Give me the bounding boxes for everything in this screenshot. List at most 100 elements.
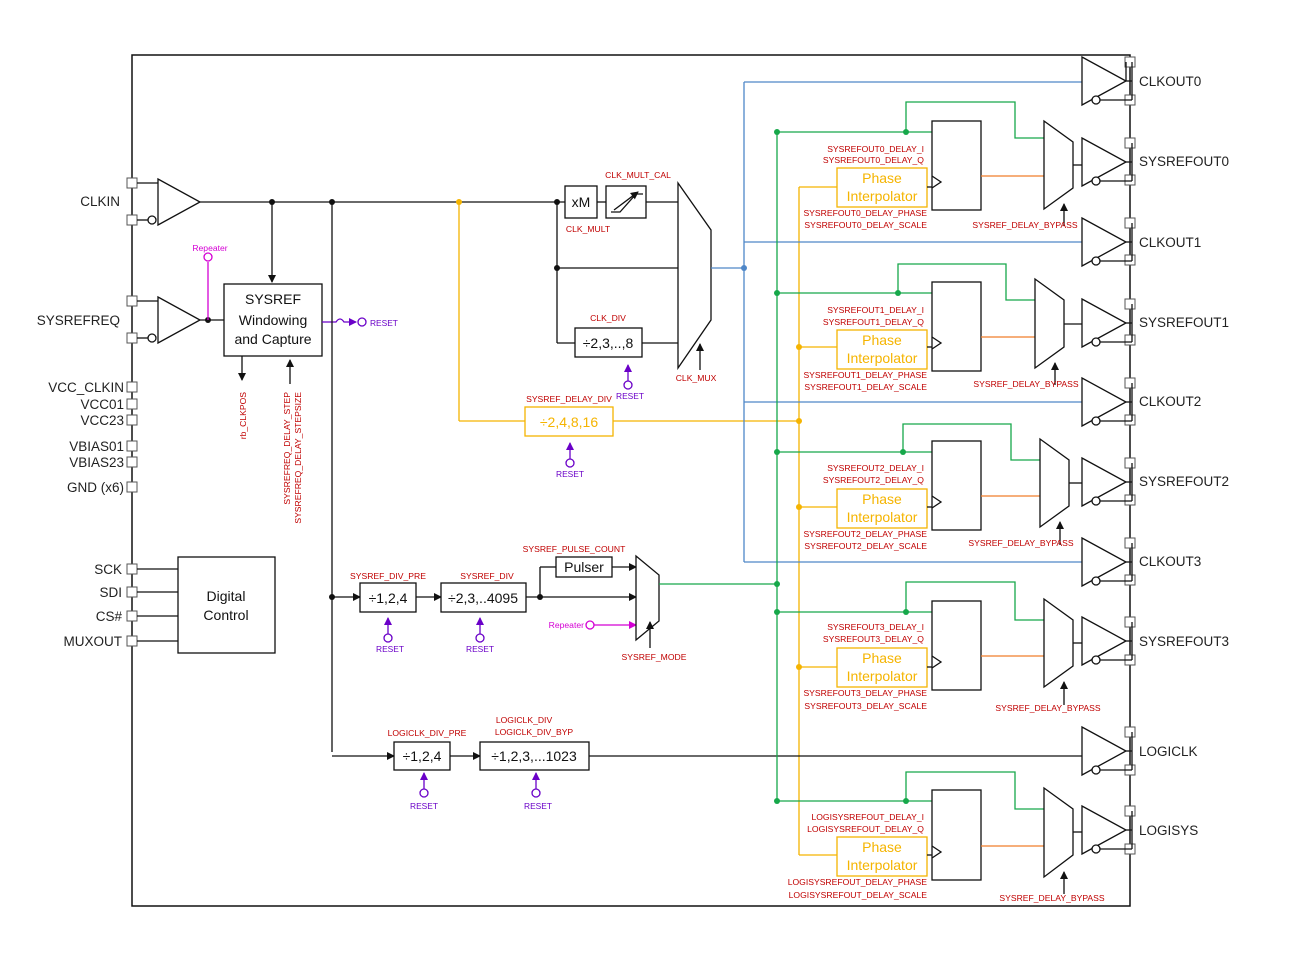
pin-muxout: MUXOUT	[64, 634, 123, 649]
ch3-bypass-label: SYSREF_DELAY_BYPASS	[995, 703, 1101, 713]
pin-sysrefout2: SYSREFOUT2	[1139, 474, 1229, 489]
phase-interp2-line1: Phase	[862, 491, 902, 507]
reset-clk-div: RESET	[616, 391, 644, 401]
ch3-delay-scale-label: SYSREFOUT3_DELAY_SCALE	[804, 701, 927, 711]
sysref-div-pre-label: SYSREF_DIV_PRE	[350, 571, 426, 581]
ch0-delay-i-label: SYSREFOUT0_DELAY_I	[827, 144, 924, 154]
clk-mult-cal-label: CLK_MULT_CAL	[605, 170, 671, 180]
ch1-delay-scale-label: SYSREFOUT1_DELAY_SCALE	[804, 382, 927, 392]
pulser-label: Pulser	[564, 559, 604, 575]
pin-clkout0: CLKOUT0	[1139, 74, 1201, 89]
pin-sysrefout1: SYSREFOUT1	[1139, 315, 1229, 330]
sysrefout2-channel: Phase Interpolator SYSREFOUT2_DELAY_I SY…	[774, 423, 1133, 551]
phase-interp0-line1: Phase	[862, 170, 902, 186]
sysref-mode-mux	[635, 554, 660, 642]
logisys-delay-i-label: LOGISYSREFOUT_DELAY_I	[811, 812, 924, 822]
pin-sck: SCK	[94, 562, 122, 577]
xm-label: xM	[572, 194, 591, 210]
clk-div-label: CLK_DIV	[590, 313, 626, 323]
reset-delay-div: RESET	[556, 469, 584, 479]
pin-clkout1: CLKOUT1	[1139, 235, 1201, 250]
reset-logiclk-pre: RESET	[410, 801, 438, 811]
reset-sysref-div: RESET	[466, 644, 494, 654]
logiclk-div-label: LOGICLK_DIV	[496, 715, 553, 725]
sysrefreq-delay-stepsize-label: SYSREFREQ_DELAY_STEPSIZE	[293, 392, 303, 524]
sysrefout1-channel: Phase Interpolator SYSREFOUT1_DELAY_I SY…	[774, 263, 1133, 392]
repeater-label-top: Repeater	[192, 243, 227, 253]
logiclk-div-pre-label: LOGICLK_DIV_PRE	[388, 728, 467, 738]
sysref-div-value: ÷2,3,..4095	[448, 590, 518, 606]
sysrefreq-buffer	[137, 295, 202, 345]
ch1-delay-i-label: SYSREFOUT1_DELAY_I	[827, 305, 924, 315]
phase-interp1-line2: Interpolator	[847, 350, 918, 366]
pin-vbias23: VBIAS23	[69, 455, 124, 470]
logiclk-div-value: ÷1,2,3,...1023	[491, 748, 577, 764]
sysref-div-label: SYSREF_DIV	[460, 571, 514, 581]
logisys-bypass-label: SYSREF_DELAY_BYPASS	[999, 893, 1105, 903]
clk-mult-block	[564, 185, 598, 219]
ch2-delay-scale-label: SYSREFOUT2_DELAY_SCALE	[804, 541, 927, 551]
repeater-label-mux: Repeater	[549, 620, 584, 630]
phase-interp3-line1: Phase	[862, 650, 902, 666]
clk-div-block	[574, 327, 643, 358]
ch0-bypass-label: SYSREF_DELAY_BYPASS	[972, 220, 1078, 230]
sysref-window-line1: SYSREF	[245, 291, 301, 307]
pin-sysrefreq: SYSREFREQ	[37, 313, 120, 328]
pin-vcc23: VCC23	[80, 413, 124, 428]
phase-interp2-line2: Interpolator	[847, 509, 918, 525]
pin-vcc01: VCC01	[80, 397, 124, 412]
sysref-mode-label: SYSREF_MODE	[622, 652, 687, 662]
pin-sysrefout3: SYSREFOUT3	[1139, 634, 1229, 649]
sysref-windowing-block	[223, 283, 323, 357]
clk-mult-label: CLK_MULT	[566, 224, 611, 234]
pin-vbias01: VBIAS01	[69, 439, 124, 454]
clk-div-value: ÷2,3,..,8	[583, 335, 634, 351]
ch0-delay-phase-label: SYSREFOUT0_DELAY_PHASE	[803, 208, 927, 218]
rb-clkpos-label: rb_CLKPOS	[238, 392, 248, 440]
ch2-delay-i-label: SYSREFOUT2_DELAY_I	[827, 463, 924, 473]
ch3-delay-i-label: SYSREFOUT3_DELAY_I	[827, 622, 924, 632]
ch1-bypass-label: SYSREF_DELAY_BYPASS	[973, 379, 1079, 389]
pin-cs: CS#	[96, 609, 123, 624]
ch2-delay-phase-label: SYSREFOUT2_DELAY_PHASE	[803, 529, 927, 539]
ch1-delay-phase-label: SYSREFOUT1_DELAY_PHASE	[803, 370, 927, 380]
sysrefout3-channel: Phase Interpolator SYSREFOUT3_DELAY_I SY…	[774, 581, 1133, 713]
left-pins	[126, 177, 138, 647]
pin-logiclk: LOGICLK	[1139, 744, 1198, 759]
phase-interp1-line1: Phase	[862, 332, 902, 348]
chip-outline	[131, 54, 1131, 907]
logiclk-div-block	[479, 741, 590, 771]
digital-control-line1: Digital	[207, 588, 246, 604]
ch2-bypass-label: SYSREF_DELAY_BYPASS	[968, 538, 1074, 548]
phase-interp-logi-line1: Phase	[862, 839, 902, 855]
digital-control-block	[177, 556, 276, 654]
logiclk-div-pre-value: ÷1,2,4	[403, 748, 442, 764]
reset-logiclk-div: RESET	[524, 801, 552, 811]
digital-control-line2: Control	[203, 607, 248, 623]
ch1-delay-q-label: SYSREFOUT1_DELAY_Q	[823, 317, 924, 327]
pin-clkin: CLKIN	[80, 194, 120, 209]
sysref-div-pre-block	[359, 582, 417, 613]
pin-sdi: SDI	[99, 585, 122, 600]
logisys-delay-phase-label: LOGISYSREFOUT_DELAY_PHASE	[788, 877, 928, 887]
pin-clkout2: CLKOUT2	[1139, 394, 1201, 409]
reset-div-pre: RESET	[376, 644, 404, 654]
pin-sysrefout0: SYSREFOUT0	[1139, 154, 1229, 169]
reset-window: RESET	[370, 318, 398, 328]
sysref-window-line2: Windowing	[239, 312, 307, 328]
sysref-div-pre-value: ÷1,2,4	[369, 590, 408, 606]
ch0-delay-q-label: SYSREFOUT0_DELAY_Q	[823, 155, 924, 165]
sysrefreq-delay-step-label: SYSREFREQ_DELAY_STEP	[282, 392, 292, 505]
sysref-window-line3: and Capture	[234, 331, 311, 347]
clk-mult-cal-block	[605, 185, 647, 219]
clk-mux	[677, 180, 712, 371]
sysrefout0-channel: Phase Interpolator SYSREFOUT0_DELAY_I SY…	[774, 101, 1133, 230]
phase-interp-logi-line2: Interpolator	[847, 857, 918, 873]
ch0-delay-scale-label: SYSREFOUT0_DELAY_SCALE	[804, 220, 927, 230]
clkout0-buffer	[1081, 56, 1133, 106]
clkin-buffer	[137, 177, 202, 227]
ch3-delay-q-label: SYSREFOUT3_DELAY_Q	[823, 634, 924, 644]
logisys-channel: Phase Interpolator LOGISYSREFOUT_DELAY_I…	[774, 771, 1133, 903]
logisys-delay-q-label: LOGISYSREFOUT_DELAY_Q	[807, 824, 924, 834]
